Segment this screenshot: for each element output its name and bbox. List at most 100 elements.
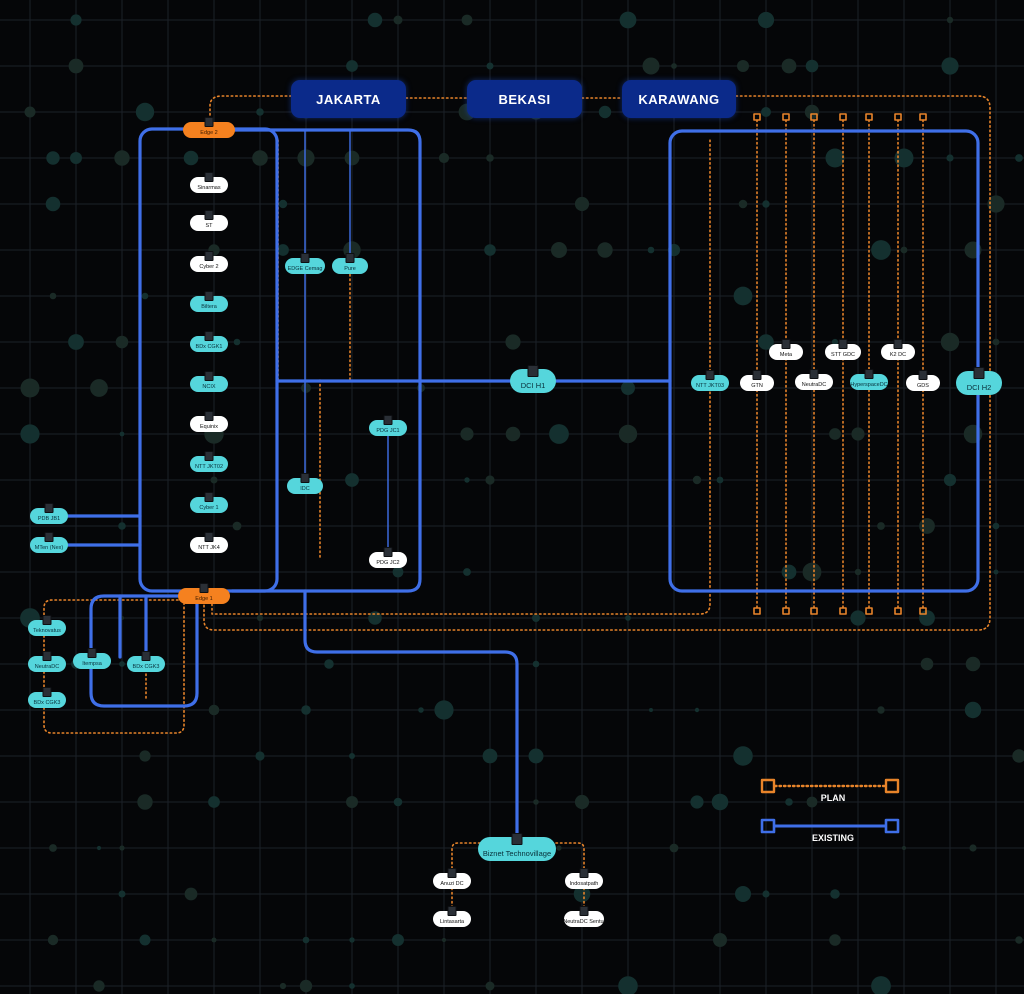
region-bekasi[interactable]: BEKASI — [467, 80, 582, 118]
grid-dot — [463, 568, 471, 576]
region-karawang[interactable]: KARAWANG — [622, 80, 736, 118]
node-teknovatus[interactable]: Teknovatus — [28, 615, 66, 636]
grid-dot — [392, 566, 404, 578]
grid-dot — [619, 11, 637, 29]
node-pdg-jc1[interactable]: PDG JC1 — [369, 415, 407, 436]
grid-dot — [139, 934, 151, 946]
grid-dot — [460, 427, 474, 441]
node-neutradc-right[interactable]: NeutraDC — [795, 369, 833, 390]
plan-left-loop — [43, 599, 185, 734]
node-stt-gdc[interactable]: STT GDC — [825, 339, 861, 360]
grid-dot — [690, 795, 704, 809]
grid-dot — [802, 562, 822, 582]
node-pdg-jc2[interactable]: PDG JC2 — [369, 547, 407, 568]
node-biltera[interactable]: Biltera — [190, 291, 228, 312]
node-neutradc-left[interactable]: NeutraDC — [28, 651, 66, 672]
grid-dot — [716, 476, 724, 484]
bottom-loop — [89, 594, 199, 708]
grid-dot — [946, 154, 954, 162]
node-equinix[interactable]: Equinix — [190, 411, 228, 432]
grid-dot — [183, 150, 199, 166]
node-mten[interactable]: MTen (Nex) — [30, 532, 68, 553]
grid-dot — [302, 936, 310, 944]
node-pure[interactable]: Pure — [332, 253, 368, 274]
grid-dot — [441, 937, 447, 943]
node-anuzi-dc[interactable]: Anuzi DC — [433, 868, 471, 889]
legend-plan-square-right — [884, 778, 900, 794]
grid-dot — [943, 473, 957, 487]
building-icon — [204, 172, 214, 182]
grid-dot — [299, 979, 313, 993]
node-neutradc-sentul[interactable]: NeutraDC Sentul — [563, 906, 605, 927]
grid-dot — [737, 60, 749, 72]
grid-dot — [830, 889, 840, 899]
building-icon — [204, 117, 214, 127]
node-ncix[interactable]: NCIX — [190, 371, 228, 392]
node-lintasarta[interactable]: Lintasarta — [433, 906, 471, 927]
building-icon — [44, 532, 54, 542]
plan-top-right — [203, 95, 991, 631]
node-indosat[interactable]: Indosatpath — [565, 868, 603, 889]
grid-dot — [93, 980, 105, 992]
grid-dot — [297, 149, 315, 167]
grid-dot — [625, 615, 631, 621]
node-ntt-jkt03[interactable]: NTT JKT03 — [691, 370, 729, 391]
grid-dot — [761, 107, 771, 117]
building-icon — [204, 492, 214, 502]
building-icon — [579, 906, 589, 916]
grid-dot — [533, 799, 539, 805]
node-gtn[interactable]: GTN — [740, 370, 774, 391]
building-icon — [893, 339, 903, 349]
grid-dot — [324, 659, 334, 669]
grid-dot — [349, 983, 355, 989]
node-dci-h2[interactable]: DCI H2 — [956, 367, 1002, 395]
building-icon — [42, 687, 52, 697]
node-cyber-1[interactable]: Cyber 1 — [190, 492, 228, 513]
node-hyperscale-dc[interactable]: HyperspaceDC — [850, 369, 888, 390]
grid-dot — [119, 431, 125, 437]
grid-dot — [941, 57, 959, 75]
node-k2-dc[interactable]: K2 DC — [881, 339, 915, 360]
node-dci-h1[interactable]: DCI H1 — [510, 365, 556, 393]
grid-dot — [486, 154, 494, 162]
grid-dot — [96, 845, 102, 851]
grid-dot — [393, 797, 403, 807]
grid-dot — [47, 934, 59, 946]
building-icon — [918, 370, 928, 380]
node-st[interactable]: ST — [190, 210, 228, 231]
grid-dot — [119, 661, 125, 667]
node-biznet-technovillage[interactable]: Biznet Technovillage — [478, 833, 556, 861]
node-sinarmas[interactable]: Sinarmas — [190, 172, 228, 193]
node-idc[interactable]: IDC — [287, 473, 323, 494]
node-pdb-jb1[interactable]: PDB JB1 — [30, 503, 68, 524]
node-edge-1[interactable]: Edge 1 — [178, 583, 230, 604]
grid-dot — [139, 750, 151, 762]
node-edge-2[interactable]: Edge 2 — [183, 117, 235, 138]
node-bdx-cgk3-left[interactable]: BDx CGK3 — [28, 687, 66, 708]
left-ring — [138, 127, 279, 593]
grid-dot — [349, 937, 355, 943]
node-gds[interactable]: GDS — [906, 370, 940, 391]
grid-dot — [464, 477, 470, 483]
node-bdx-cgk3[interactable]: BDx CGK3 — [127, 651, 165, 672]
building-icon — [141, 651, 151, 661]
grid-dot — [349, 753, 355, 759]
grid-dot — [785, 798, 793, 806]
grid-dot — [946, 16, 954, 24]
building-icon — [781, 339, 791, 349]
grid-dot — [505, 426, 521, 442]
region-jakarta[interactable]: JAKARTA — [291, 80, 406, 118]
grid-dot — [854, 568, 862, 576]
node-cyber-2[interactable]: Cyber 2 — [190, 251, 228, 272]
node-ntt-jk4[interactable]: NTT JK4 — [190, 532, 228, 553]
node-itempsa[interactable]: Itempsa — [73, 648, 111, 669]
grid-dot — [574, 196, 590, 212]
node-ntt-jkt02[interactable]: NTT JKT02 — [190, 451, 228, 472]
grid-dot — [969, 844, 977, 852]
existing-links — [66, 127, 980, 840]
node-bdx-cgk1[interactable]: BDx CGK1 — [190, 331, 228, 352]
node-meta[interactable]: Meta — [769, 339, 803, 360]
grid-dot — [24, 106, 36, 118]
building-icon — [199, 583, 209, 593]
node-edge-cemag[interactable]: EDGE Cemag — [285, 253, 325, 274]
